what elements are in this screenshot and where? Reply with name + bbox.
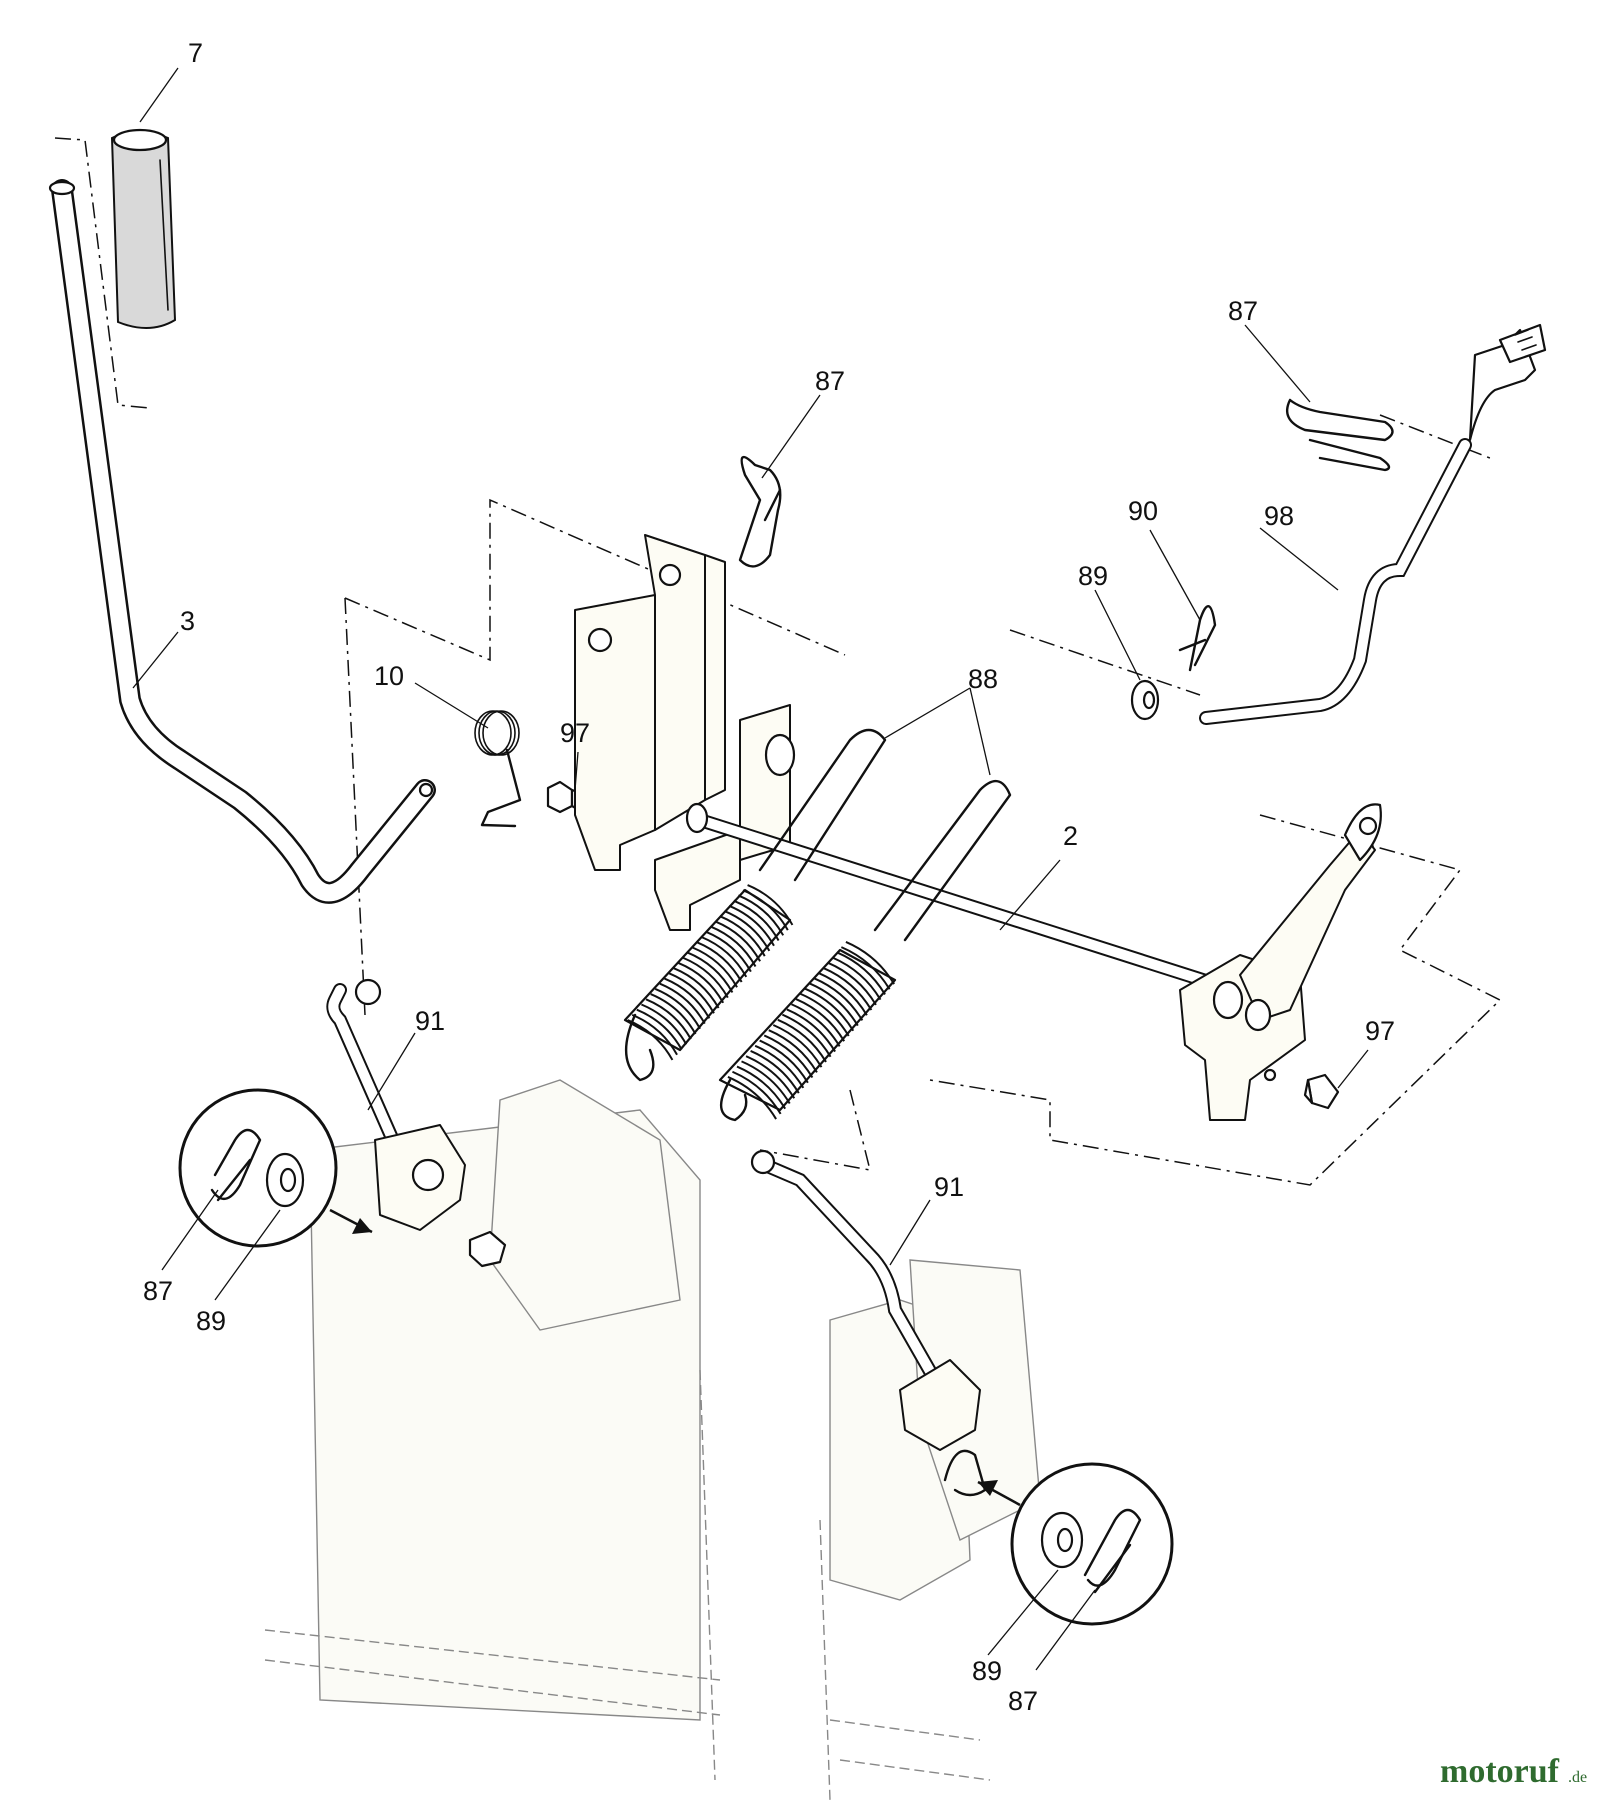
- spring-winding: [677, 962, 725, 1004]
- spring-winding: [736, 1065, 787, 1110]
- spring-winding: [772, 1024, 823, 1068]
- spring-winding: [645, 998, 692, 1040]
- spring-winding: [818, 972, 868, 1016]
- spring-winding: [741, 1060, 791, 1104]
- spring-winding: [687, 951, 734, 993]
- spring-winding: [768, 1029, 818, 1073]
- spring-winding: [750, 1050, 800, 1094]
- spring-winding: [631, 1013, 678, 1056]
- callout-leaders: [132, 67, 1369, 1671]
- spring-winding: [654, 987, 701, 1030]
- spring-coil-right: [718, 941, 897, 1120]
- part-hairpin-clip-upper-right: [1285, 398, 1394, 472]
- spring-winding: [641, 1003, 688, 1045]
- spring-winding: [804, 987, 855, 1032]
- callout-labels: 7 3 10 97 87 88 2 87 90 98 89 97 91 91 8…: [143, 38, 1395, 1716]
- spring-winding: [777, 1018, 827, 1063]
- part-hairpin-clip-top-center: [738, 455, 782, 568]
- spring-winding: [733, 899, 780, 941]
- spring-winding: [732, 1070, 782, 1115]
- spring-winding: [786, 1008, 836, 1053]
- spring-winding: [813, 977, 864, 1021]
- spring-winding: [701, 936, 748, 978]
- part-torsion-spring: [474, 710, 522, 828]
- spring-winding: [737, 894, 785, 936]
- callout-10: 10: [374, 661, 404, 691]
- detail-view-left: [178, 1088, 373, 1248]
- callout-89-detail-left: 89: [196, 1306, 226, 1336]
- part-cross-shaft: [685, 802, 1257, 1002]
- spring-winding: [728, 904, 775, 947]
- spring-winding: [682, 956, 729, 999]
- callout-89-top-right: 89: [1078, 561, 1108, 591]
- spring-coil-left: [623, 884, 794, 1061]
- part-mount-bracket: [574, 534, 796, 931]
- spring-winding: [745, 1055, 796, 1099]
- spring-winding: [714, 920, 761, 962]
- spring-winding: [781, 1013, 832, 1058]
- callout-87-top-center: 87: [815, 366, 845, 396]
- callout-88: 88: [968, 664, 998, 694]
- callout-98: 98: [1264, 501, 1294, 531]
- spring-winding: [696, 941, 743, 983]
- spring-winding: [636, 1008, 683, 1051]
- part-bolt-right: [1303, 1073, 1340, 1110]
- watermark-brand: motoruf: [1440, 1753, 1560, 1790]
- spring-winding: [800, 992, 850, 1037]
- spring-winding: [650, 993, 697, 1035]
- spring-winding: [754, 1044, 805, 1089]
- spring-winding: [705, 930, 752, 973]
- spring-winding: [822, 966, 873, 1011]
- part-link-rod-left: [326, 978, 507, 1268]
- spring-winding: [759, 1039, 809, 1084]
- callout-89-detail-right: 89: [972, 1656, 1002, 1686]
- spring-winding: [742, 889, 789, 931]
- callout-87-detail-right: 87: [1008, 1686, 1038, 1716]
- spring-winding: [719, 915, 766, 957]
- spring-winding: [724, 910, 771, 952]
- spring-winding: [809, 982, 859, 1027]
- spring-winding: [710, 925, 757, 967]
- callout-97-left: 97: [560, 718, 590, 748]
- spring-winding: [659, 982, 706, 1025]
- spring-winding: [827, 961, 877, 1006]
- spring-winding: [836, 951, 886, 995]
- part-handle-grip: [110, 128, 177, 329]
- callout-97-right: 97: [1365, 1016, 1395, 1046]
- spring-winding: [845, 941, 895, 985]
- part-extension-springs: [623, 728, 1012, 1122]
- part-lift-lever: [48, 179, 436, 904]
- callout-91-left: 91: [415, 1006, 445, 1036]
- callout-7: 7: [188, 38, 203, 68]
- callout-90: 90: [1128, 496, 1158, 526]
- spring-winding: [668, 972, 715, 1014]
- watermark: motoruf .de: [1440, 1753, 1587, 1790]
- spring-winding: [747, 884, 794, 926]
- spring-winding: [791, 1003, 841, 1047]
- spring-winding: [691, 946, 738, 988]
- callout-2: 2: [1063, 821, 1078, 851]
- detail-view-right: [977, 1462, 1174, 1626]
- spring-winding: [727, 1076, 777, 1120]
- spring-winding: [795, 998, 846, 1042]
- spring-winding: [840, 946, 891, 990]
- watermark-tld: .de: [1568, 1769, 1587, 1786]
- callout-87-detail-left: 87: [143, 1276, 173, 1306]
- callout-87-top-right: 87: [1228, 296, 1258, 326]
- part-adjustment-rod: [1199, 323, 1547, 725]
- part-washer-upper-right: [1130, 679, 1160, 721]
- spring-winding: [763, 1034, 814, 1079]
- spring-winding: [664, 977, 711, 1019]
- spring-winding: [831, 956, 882, 1001]
- part-lift-arm-right: [1179, 803, 1382, 1121]
- callout-91-right: 91: [934, 1172, 964, 1202]
- callout-3: 3: [180, 606, 195, 636]
- part-link-rod-right: [750, 1149, 987, 1497]
- spring-winding: [673, 967, 720, 1009]
